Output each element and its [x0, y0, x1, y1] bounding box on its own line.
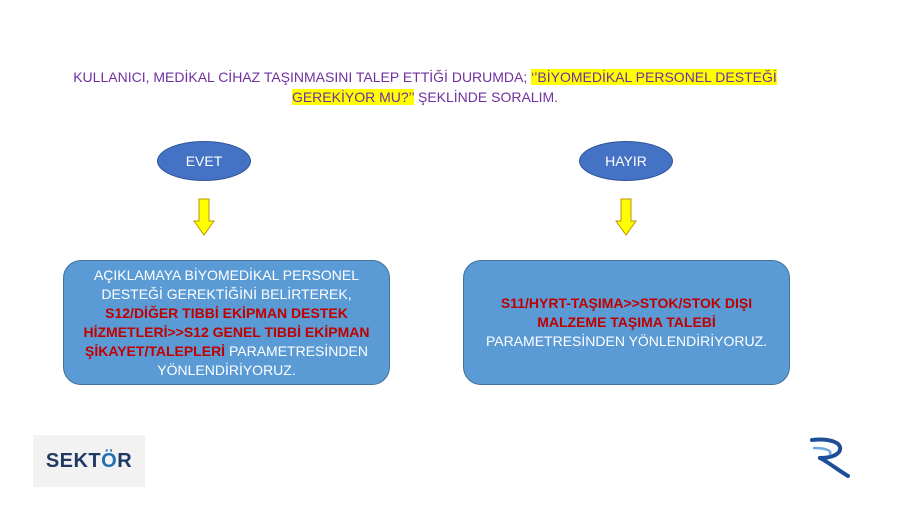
slide-title: KULLANICI, MEDİKAL CİHAZ TAŞINMASINI TAL…	[60, 67, 790, 107]
yes-intro-text: AÇIKLAMAYA BİYOMEDİKAL PERSONEL DESTEĞİ …	[93, 266, 360, 302]
no-instruction-box: S11/HYRT-TAŞIMA>>STOK/STOK DIŞI MALZEME …	[463, 260, 790, 385]
yes-path-text: S12/DİĞER TIBBİ EKİPMAN DESTEK HİZMETLER…	[83, 304, 370, 359]
yes-oval: EVET	[157, 141, 251, 181]
yes-oval-label: EVET	[185, 153, 223, 169]
no-outro-text: PARAMETRESİNDEN YÖNLENDİRİYORUZ.	[485, 333, 768, 349]
yes-instruction-box: AÇIKLAMAYA BİYOMEDİKAL PERSONEL DESTEĞİ …	[63, 260, 390, 385]
yes-outro-text: PARAMETRESİNDEN YÖNLENDİRİYORUZ.	[157, 342, 368, 378]
title-prefix: KULLANICI, MEDİKAL CİHAZ TAŞINMASINI TAL…	[73, 69, 532, 85]
no-path-text: S11/HYRT-TAŞIMA>>STOK/STOK DIŞI MALZEME …	[500, 295, 753, 330]
title-suffix: ŞEKLİNDE SORALIM.	[414, 89, 559, 105]
no-oval: HAYIR	[579, 141, 673, 181]
down-arrow-icon	[615, 198, 637, 236]
company-r-logo-icon	[810, 437, 850, 478]
down-arrow-icon	[193, 198, 215, 236]
no-oval-label: HAYIR	[605, 153, 647, 169]
